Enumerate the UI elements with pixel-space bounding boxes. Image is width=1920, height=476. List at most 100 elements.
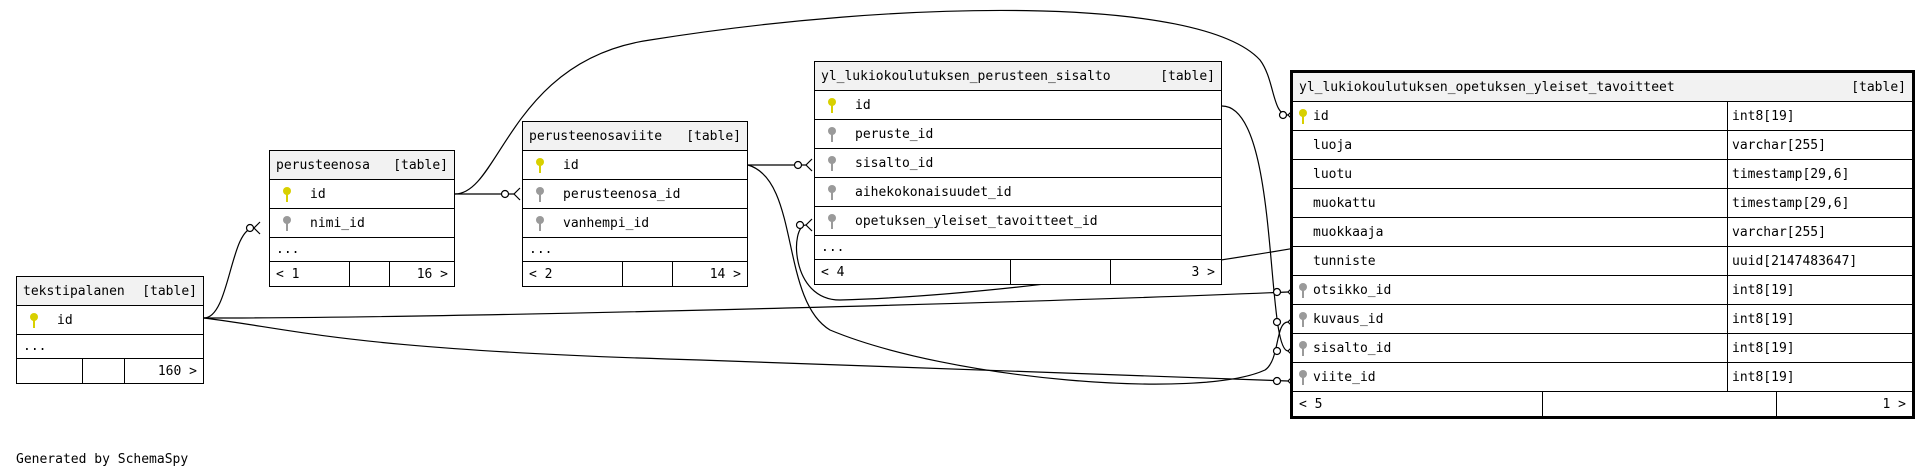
table-perusteenosaviite[interactable]: perusteenosaviite [table] id perusteenos… bbox=[522, 121, 748, 287]
table-opetuksen-yleiset-tavoitteet[interactable]: yl_lukiokoulutuksen_opetuksen_yleiset_ta… bbox=[1290, 70, 1915, 419]
rows-count bbox=[623, 262, 673, 286]
crowfoot bbox=[513, 187, 521, 201]
column-name: opetuksen_yleiset_tavoitteet_id bbox=[855, 213, 1098, 229]
column-name: id bbox=[855, 97, 871, 113]
parents-count[interactable]: < 5 bbox=[1293, 392, 1543, 416]
link-end-circle bbox=[795, 220, 805, 230]
link-end-circle bbox=[1272, 376, 1282, 386]
column-name: nimi_id bbox=[310, 215, 365, 231]
column-type: varchar[255] bbox=[1732, 137, 1826, 153]
column-type: int8[19] bbox=[1732, 282, 1795, 298]
table-footer: < 1 16 > bbox=[270, 262, 454, 286]
rows-count bbox=[350, 262, 390, 286]
column-name: luoja bbox=[1313, 131, 1728, 159]
rows-count bbox=[1011, 260, 1111, 284]
column-row: kuvaus_id int8[19] bbox=[1293, 305, 1912, 334]
table-footer: < 5 1 > bbox=[1293, 392, 1912, 416]
column-name: aihekokonaisuudet_id bbox=[855, 184, 1012, 200]
crowfoot bbox=[805, 218, 813, 232]
table-name: yl_lukiokoulutuksen_perusteen_sisalto bbox=[821, 68, 1111, 84]
column-name: id bbox=[1313, 102, 1728, 130]
column-row: id bbox=[270, 180, 454, 209]
primary-key-icon bbox=[1293, 108, 1313, 124]
more-columns-ellipsis: ... bbox=[270, 238, 454, 262]
table-name: tekstipalanen bbox=[23, 283, 125, 299]
column-name: otsikko_id bbox=[1313, 276, 1728, 304]
table-header: yl_lukiokoulutuksen_opetuksen_yleiset_ta… bbox=[1293, 73, 1912, 102]
column-type: int8[19] bbox=[1732, 340, 1795, 356]
column-name: luotu bbox=[1313, 160, 1728, 188]
children-count[interactable]: 16 > bbox=[416, 266, 448, 282]
link-end-circle bbox=[1272, 317, 1282, 327]
column-row: nimi_id bbox=[270, 209, 454, 238]
column-name: sisalto_id bbox=[855, 155, 934, 171]
primary-key-icon bbox=[815, 97, 849, 113]
table-type-label: [table] bbox=[686, 128, 741, 144]
more-columns-ellipsis: ... bbox=[815, 236, 1221, 260]
rows-count bbox=[1543, 392, 1777, 416]
primary-key-icon bbox=[523, 157, 557, 173]
table-footer: 160 > bbox=[17, 359, 203, 383]
column-name: perusteenosa_id bbox=[563, 186, 681, 202]
children-count[interactable]: 14 > bbox=[709, 266, 741, 282]
column-row: viite_id int8[19] bbox=[1293, 363, 1912, 392]
column-row: id bbox=[815, 91, 1221, 120]
link-end-circle bbox=[1272, 346, 1282, 356]
parents-count[interactable] bbox=[17, 359, 83, 383]
crowfoot bbox=[805, 158, 813, 172]
column-row: id bbox=[17, 306, 203, 335]
table-perusteen-sisalto[interactable]: yl_lukiokoulutuksen_perusteen_sisalto [t… bbox=[814, 61, 1222, 285]
column-row: id bbox=[523, 151, 747, 180]
table-tekstipalanen[interactable]: tekstipalanen [table] id ... 160 > bbox=[16, 276, 204, 384]
link-end-circle bbox=[1278, 110, 1288, 120]
column-name: muokattu bbox=[1313, 189, 1728, 217]
table-footer: < 2 14 > bbox=[523, 262, 747, 286]
column-type: timestamp[29,6] bbox=[1732, 195, 1850, 211]
column-row: vanhempi_id bbox=[523, 209, 747, 238]
column-row: peruste_id bbox=[815, 120, 1221, 149]
link-end-circle bbox=[245, 223, 255, 233]
table-header: tekstipalanen [table] bbox=[17, 277, 203, 306]
column-row: luotu timestamp[29,6] bbox=[1293, 160, 1912, 189]
foreign-key-icon bbox=[523, 186, 557, 202]
table-name: perusteenosaviite bbox=[529, 128, 663, 144]
parents-count[interactable]: < 4 bbox=[815, 260, 1011, 284]
column-row: otsikko_id int8[19] bbox=[1293, 276, 1912, 305]
children-count[interactable]: 3 > bbox=[1191, 264, 1215, 280]
column-name: kuvaus_id bbox=[1313, 305, 1728, 333]
foreign-key-icon bbox=[1293, 282, 1313, 298]
children-count[interactable]: 1 > bbox=[1882, 396, 1906, 412]
column-row: aihekokonaisuudet_id bbox=[815, 178, 1221, 207]
column-row: perusteenosa_id bbox=[523, 180, 747, 209]
foreign-key-icon bbox=[815, 126, 849, 142]
foreign-key-icon bbox=[1293, 340, 1313, 356]
foreign-key-icon bbox=[815, 213, 849, 229]
column-row: sisalto_id int8[19] bbox=[1293, 334, 1912, 363]
column-name: id bbox=[563, 157, 579, 173]
link-main-viite-id bbox=[203, 317, 1289, 382]
column-row: tunniste uuid[2147483647] bbox=[1293, 247, 1912, 276]
column-row: muokattu timestamp[29,6] bbox=[1293, 189, 1912, 218]
crowfoot bbox=[253, 221, 261, 235]
link-main-kuvaus-id bbox=[747, 164, 1289, 385]
link-main-id bbox=[454, 9, 1289, 195]
column-name: vanhempi_id bbox=[563, 215, 650, 231]
link-end-circle bbox=[500, 189, 510, 199]
children-count[interactable]: 160 > bbox=[157, 363, 197, 379]
foreign-key-icon bbox=[523, 215, 557, 231]
parents-count[interactable]: < 1 bbox=[270, 262, 350, 286]
table-perusteenosa[interactable]: perusteenosa [table] id nimi_id ... < 1 … bbox=[269, 150, 455, 287]
column-type: timestamp[29,6] bbox=[1732, 166, 1850, 182]
foreign-key-icon bbox=[270, 215, 304, 231]
link-end-circle bbox=[1272, 287, 1282, 297]
more-columns-ellipsis: ... bbox=[523, 238, 747, 262]
column-type: int8[19] bbox=[1732, 311, 1795, 327]
foreign-key-icon bbox=[815, 184, 849, 200]
column-name: viite_id bbox=[1313, 363, 1728, 391]
column-row: sisalto_id bbox=[815, 149, 1221, 178]
parents-count[interactable]: < 2 bbox=[523, 262, 623, 286]
column-name: id bbox=[57, 312, 73, 328]
table-type-label: [table] bbox=[142, 283, 197, 299]
link-end-circle bbox=[793, 160, 803, 170]
table-footer: < 4 3 > bbox=[815, 260, 1221, 284]
